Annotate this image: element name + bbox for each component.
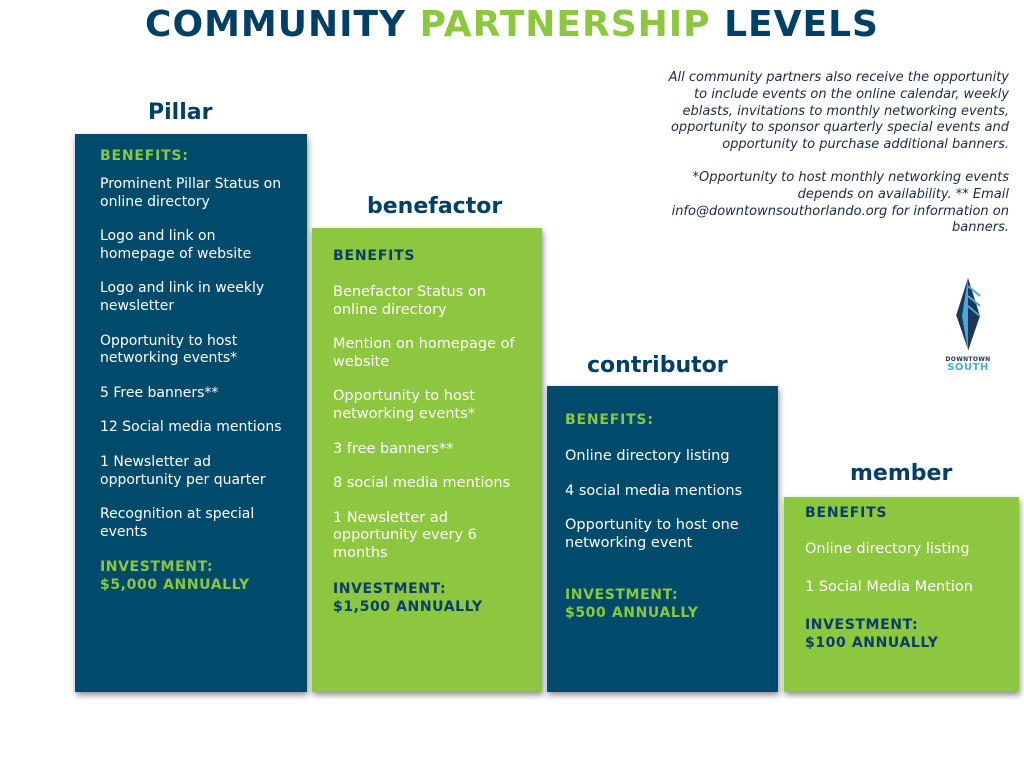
benefit-item: Online directory listing xyxy=(805,541,970,557)
tier-title-pillar: Pillar xyxy=(148,100,213,125)
benefits-label: BENEFITS xyxy=(333,248,416,264)
spire-icon xyxy=(955,278,981,352)
benefit-item: 4 social media mentions xyxy=(565,482,743,499)
benefit-item: Logo and link in weekly newsletter xyxy=(100,280,265,314)
benefit-item: Opportunity to host networking events* xyxy=(100,332,238,367)
benefits-label: BENEFITS: xyxy=(100,148,189,164)
investment-label: INVESTMENT: xyxy=(805,617,919,634)
tier-card-benefactor: BENEFITS Benefactor Status on online dir… xyxy=(312,228,542,692)
title-part-3: LEVELS xyxy=(724,4,879,45)
benefits-label: BENEFITS: xyxy=(565,412,654,428)
investment-label: INVESTMENT: xyxy=(333,580,447,597)
benefit-item: 1 Newsletter ad opportunity per quarter xyxy=(100,453,266,488)
benefit-item: Opportunity to host one networking event xyxy=(565,517,739,551)
benefit-item: Logo and link on homepage of website xyxy=(100,228,252,262)
investment-value: $5,000 ANNUALLY xyxy=(100,577,250,594)
page-title: COMMUNITY PARTNERSHIP LEVELS xyxy=(0,4,1024,45)
benefit-item: 8 social media mentions xyxy=(333,475,511,492)
benefit-item: 1 Social Media Mention xyxy=(805,578,973,595)
benefit-item: 3 free banners** xyxy=(333,440,454,457)
note-footnotes: *Opportunity to host monthly networking … xyxy=(671,169,1009,236)
tier-title-contributor: contributor xyxy=(587,353,728,378)
note-general: All community partners also receive the … xyxy=(668,70,1009,153)
benefit-item: Mention on homepage of website xyxy=(333,336,515,370)
benefit-item: Recognition at special events xyxy=(100,506,255,540)
tier-title-benefactor: benefactor xyxy=(367,194,503,219)
partner-notes: All community partners also receive the … xyxy=(655,70,1009,253)
benefit-item: Online directory listing xyxy=(565,448,730,464)
tier-title-member: member xyxy=(850,461,953,486)
benefit-item: Benefactor Status on online directory xyxy=(333,284,486,318)
benefits-label: BENEFITS xyxy=(805,505,888,521)
benefit-item: 1 Newsletter ad opportunity every 6 mont… xyxy=(333,509,477,561)
title-part-1: COMMUNITY xyxy=(145,4,407,45)
investment-value: $1,500 ANNUALLY xyxy=(333,598,483,615)
tier-card-pillar: BENEFITS: Prominent Pillar Status on onl… xyxy=(75,134,307,692)
tier-card-member: BENEFITS Online directory listing 1 Soci… xyxy=(784,497,1019,692)
benefit-item: Opportunity to host networking events* xyxy=(333,388,476,422)
investment-value: $100 ANNUALLY xyxy=(805,635,939,652)
benefit-item: 5 Free banners** xyxy=(100,384,219,401)
logo-text-2: SOUTH xyxy=(947,362,989,373)
logo-text-1: DOWNTOWN xyxy=(945,356,991,363)
investment-value: $500 ANNUALLY xyxy=(565,605,699,622)
benefit-item: 12 Social media mentions xyxy=(100,419,282,436)
investment-label: INVESTMENT: xyxy=(565,587,679,604)
downtown-south-logo: DOWNTOWN SOUTH xyxy=(942,276,994,376)
title-part-2: PARTNERSHIP xyxy=(419,4,711,45)
tier-card-contributor: BENEFITS: Online directory listing 4 soc… xyxy=(547,386,778,692)
benefit-item: Prominent Pillar Status on online direct… xyxy=(100,176,282,210)
investment-label: INVESTMENT: xyxy=(100,559,214,576)
